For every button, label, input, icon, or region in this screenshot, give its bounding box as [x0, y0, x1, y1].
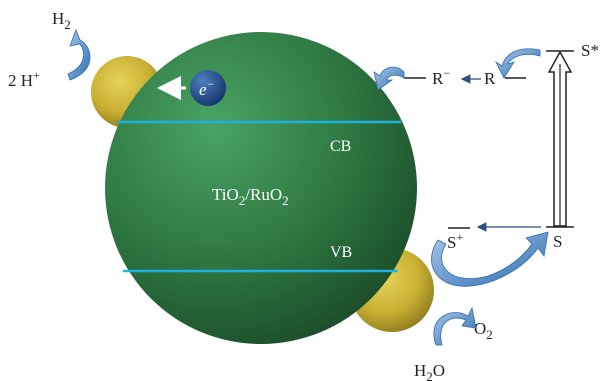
o2-product-label: O2 — [474, 319, 493, 342]
water-reactant-label: H2O — [414, 361, 445, 381]
s-star-label: S* — [581, 41, 599, 60]
r-minus-to-particle-arrow — [373, 66, 405, 91]
electron-label: e− — [199, 77, 215, 99]
h2-product-label: H2 — [52, 9, 71, 32]
r-minus-label: R− — [432, 66, 450, 88]
electron-sphere — [190, 70, 226, 106]
titania-particle — [105, 32, 417, 344]
r-label: R — [484, 69, 496, 88]
hole-transfer-arrow — [431, 231, 549, 287]
s-star-to-r-arrow — [494, 48, 541, 79]
particle-composition-label: TiO2/RuO2 — [212, 185, 289, 208]
water-oxidation-arrow — [433, 306, 477, 346]
s-ground-label: S — [553, 232, 562, 251]
proton-reduction-arrow — [67, 28, 91, 81]
cb-label: CB — [330, 138, 351, 155]
proton-reactant-label: 2 H+ — [8, 68, 40, 90]
s-plus-label: S+ — [447, 230, 463, 252]
vb-label: VB — [330, 244, 352, 261]
